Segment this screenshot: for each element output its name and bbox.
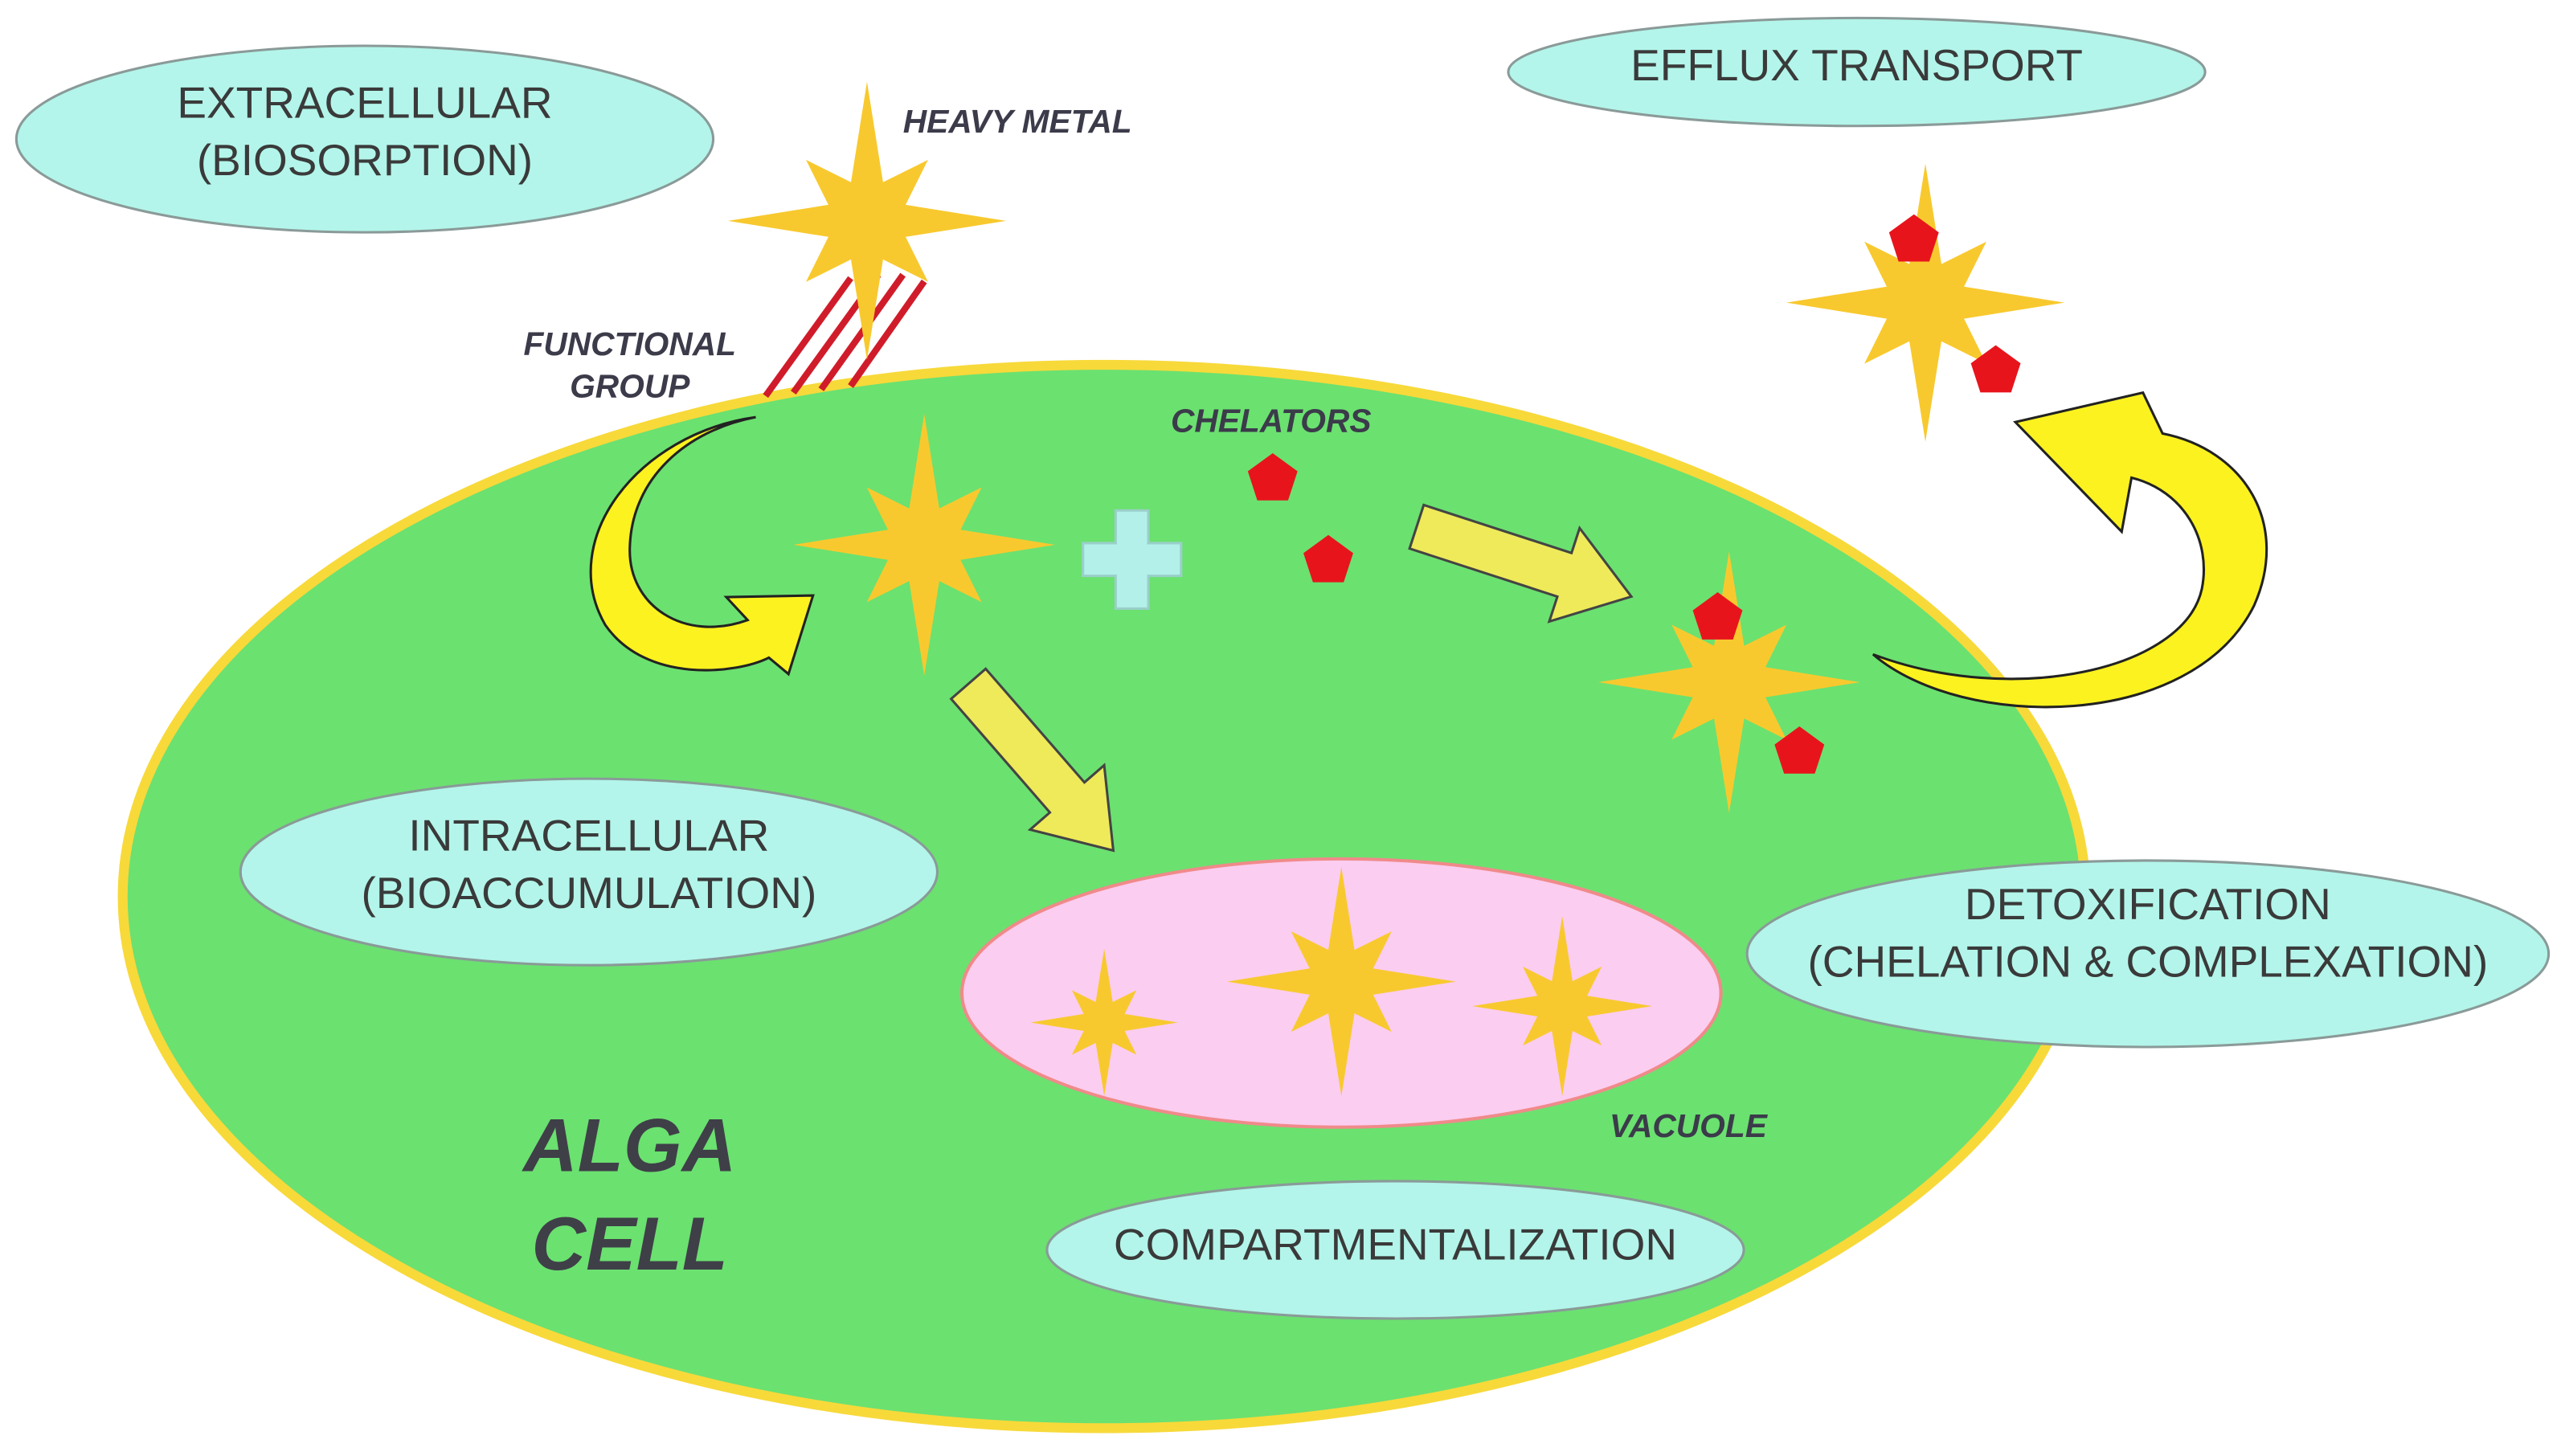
label-efflux: EFFLUX TRANSPORT xyxy=(1507,16,2207,128)
vacuole-label: VACUOLE xyxy=(1610,1107,1769,1144)
curved-arrow-efflux xyxy=(1872,391,2268,709)
chelator-pentagon-icon xyxy=(1888,214,1939,262)
chelator-pentagon-icon xyxy=(1774,726,1825,774)
chelator-pentagon-icon xyxy=(1303,534,1353,583)
heavy-metal-star-icon xyxy=(1030,948,1178,1097)
functional-group-label-2: GROUP xyxy=(570,368,690,405)
label-efflux-text: EFFLUX TRANSPORT xyxy=(1630,40,2083,90)
label-intracellular-line2: (BIOACCUMULATION) xyxy=(361,868,816,918)
block-arrow-to-chelation xyxy=(1408,503,1634,624)
chelators-label: CHELATORS xyxy=(1171,402,1372,439)
curved-arrow-uptake xyxy=(589,415,815,677)
heavy-metal-label: HEAVY METAL xyxy=(903,103,1132,140)
label-detoxification: DETOXIFICATION (CHELATION & COMPLEXATION… xyxy=(1745,859,2551,1049)
label-compartmentalization-text: COMPARTMENTALIZATION xyxy=(1114,1220,1677,1270)
chelator-pentagon-icon xyxy=(1247,452,1298,501)
functional-group-label-1: FUNCTIONAL xyxy=(523,325,736,362)
heavy-metal-stars xyxy=(727,81,2065,1097)
heavy-metal-star-icon xyxy=(1472,916,1653,1097)
heavy-metal-star-icon xyxy=(727,81,1006,360)
heavy-metal-star-icon xyxy=(1598,551,1860,813)
label-extracellular: EXTRACELLULAR (BIOSORPTION) xyxy=(14,44,715,234)
block-arrow-to-vacuole xyxy=(949,667,1115,853)
label-detox-line2: (CHELATION & COMPLEXATION) xyxy=(1808,936,2489,986)
label-extracellular-line1: EXTRACELLULAR xyxy=(177,78,552,128)
alga-cell-label-1: ALGA xyxy=(522,1103,736,1188)
heavy-metal-star-icon xyxy=(793,414,1056,676)
chelator-pentagon-icon xyxy=(1970,345,2021,393)
label-compartmentalization: COMPARTMENTALIZATION xyxy=(1045,1180,1745,1320)
label-intracellular: INTRACELLULAR (BIOACCUMULATION) xyxy=(239,777,939,967)
plus-icon xyxy=(1082,509,1183,610)
label-extracellular-line2: (BIOSORPTION) xyxy=(197,135,533,185)
chelator-pentagons xyxy=(1247,214,2021,774)
alga-cell-label-2: CELL xyxy=(532,1201,728,1286)
label-detox-line1: DETOXIFICATION xyxy=(1965,879,2331,929)
chelator-pentagon-icon xyxy=(1692,592,1743,640)
heavy-metal-star-icon xyxy=(1226,867,1456,1097)
label-intracellular-line1: INTRACELLULAR xyxy=(408,811,769,861)
heavy-metal-star-icon xyxy=(1786,163,2065,442)
